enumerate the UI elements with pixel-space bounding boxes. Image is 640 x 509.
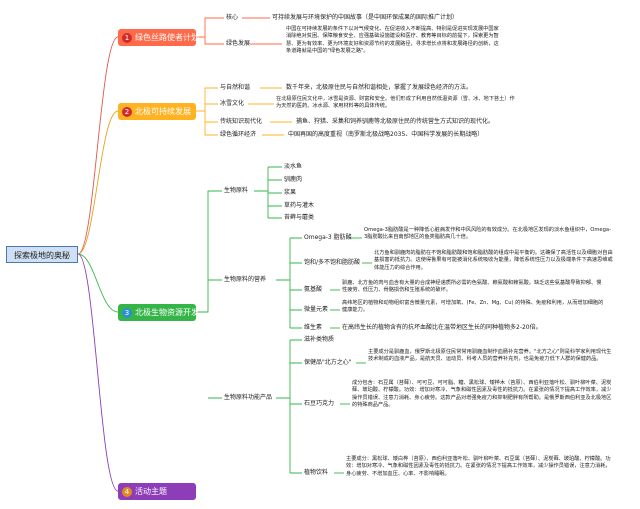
branch-label: 活动主题	[135, 487, 167, 496]
node-plant-drink-text: 主要成分：黑松球、矮白桦（苔原）、西伯利亚落叶松、驯叶柳叶菜、石豆属（苔藓）、泥…	[346, 456, 611, 477]
node-harmony-nature[interactable]: 与自然和谐	[220, 84, 251, 91]
node-fatty-acids-text: 北方鱼和驯鹿肉的脂肪在不饱和脂肪酸和饱和脂肪酸的组成中是平衡的。这确保了高活性以…	[374, 250, 613, 271]
node-green-development-text: 中国在可持续发展的条件下以对气候变化、在促进收入不断提高、特别是促进实现发展中国…	[286, 26, 499, 55]
node-plant-drink[interactable]: 植物饮料	[304, 469, 329, 476]
node-chocolate[interactable]: 石豆巧克力	[304, 400, 335, 407]
node-ice-snow-culture-text: 在北极原住民文化中，冰雪是资源、财富和安全。他们形成了利用自然低温资源（雪、冰、…	[276, 96, 515, 110]
node-raw-item[interactable]: 驯鹿肉	[284, 176, 303, 183]
node-vitamins[interactable]: 维生素	[304, 324, 323, 331]
branch-number-badge: 1	[122, 32, 132, 43]
node-chocolate-text: 成分包含：石豆属（苔藓）、可可豆、可可脂、糖、黑松球、矮桦木（苔原）、西伯利亚落…	[352, 380, 612, 409]
node-nutrition[interactable]: 生物原料的营养	[224, 276, 267, 283]
node-bio-raw-materials[interactable]: 生物原料	[224, 187, 249, 194]
node-green-development[interactable]: 绿色发展	[226, 40, 251, 47]
node-amino-acids[interactable]: 氨基酸	[304, 286, 323, 293]
node-traditional-knowledge[interactable]: 传统知识现代化	[220, 118, 263, 125]
node-raw-item[interactable]: 浆果	[284, 189, 297, 196]
node-trace-elements[interactable]: 微量元素	[304, 306, 329, 313]
node-heart-of-north-text: 主要成分是驯鹿血，俄罗斯北极原住民常常用驯鹿血制作血肠补充营养。"北方之心"则是…	[368, 349, 612, 363]
node-harmony-nature-text: 数千年来，北极原住民与自然和谐相处，掌握了发展绿色经济的方法。	[286, 84, 473, 91]
node-omega3[interactable]: Omega-3 脂肪酸	[304, 234, 352, 241]
node-core-text: 可持续发展与环境保护的中国故事（是中国环保成果的国际推广计划）	[272, 14, 459, 21]
node-core[interactable]: 核心	[226, 14, 239, 21]
branch-label: 北极生物资源开发	[135, 308, 199, 317]
node-green-circular-economy[interactable]: 绿色循环经济	[220, 131, 257, 138]
node-raw-item[interactable]: 草药与灌木	[284, 202, 315, 209]
node-green-circular-economy-text: 中国再国的高度重视（南罗斯北极战略2035、中国科学发展的长期战略）	[288, 131, 484, 138]
branch-number-badge: 2	[122, 106, 132, 117]
node-raw-item[interactable]: 苔藓与蘑类	[284, 214, 315, 221]
branch-label: 绿色丝路使者计划	[135, 33, 199, 42]
branch-number-badge: 3	[122, 307, 132, 318]
branch-label: 北极可持续发展	[135, 107, 191, 116]
node-heart-of-north[interactable]: 保健品"北方之心"	[304, 359, 352, 366]
node-ice-snow-culture[interactable]: 冰雪文化	[220, 100, 245, 107]
node-traditional-knowledge-text: 捕鱼、狩猎、采集和饲养驯鹿等北极原住民的传统营生方式知识的现代化。	[296, 118, 495, 125]
root-topic[interactable]: 探索极地的奥秘	[6, 246, 78, 263]
node-amino-acids-text: 驯鹿、北方鱼的肉与血含有大量的合成神经递质所必需的色氨酸、赖氨酸和赖氨酸。缺乏这…	[342, 280, 602, 294]
node-functional-products[interactable]: 生物原料功能产品	[224, 394, 273, 401]
node-fatty-acids[interactable]: 饱和/多不饱和脂肪酸	[304, 259, 361, 266]
node-omega3-text: Omega-3脂肪酸是一种降低心脏病发作和中风风险的有效成分。在北极地区发现的淡…	[364, 227, 611, 241]
node-trace-elements-text: 高纬地区的植物和动物组织富含微量元素，可增加氧、(Fe、Zn、Mg、Cu) 的特…	[342, 300, 604, 314]
node-vitamins-text: 在高纬生长的植物含有的抗坏血酸比在温带地区生长的同种植物多2-20倍。	[342, 324, 542, 331]
node-raw-item[interactable]: 淡水鱼	[284, 163, 303, 170]
branch-number-badge: 4	[122, 486, 132, 497]
node-tonic-substances[interactable]: 滋补类物质	[304, 336, 335, 343]
